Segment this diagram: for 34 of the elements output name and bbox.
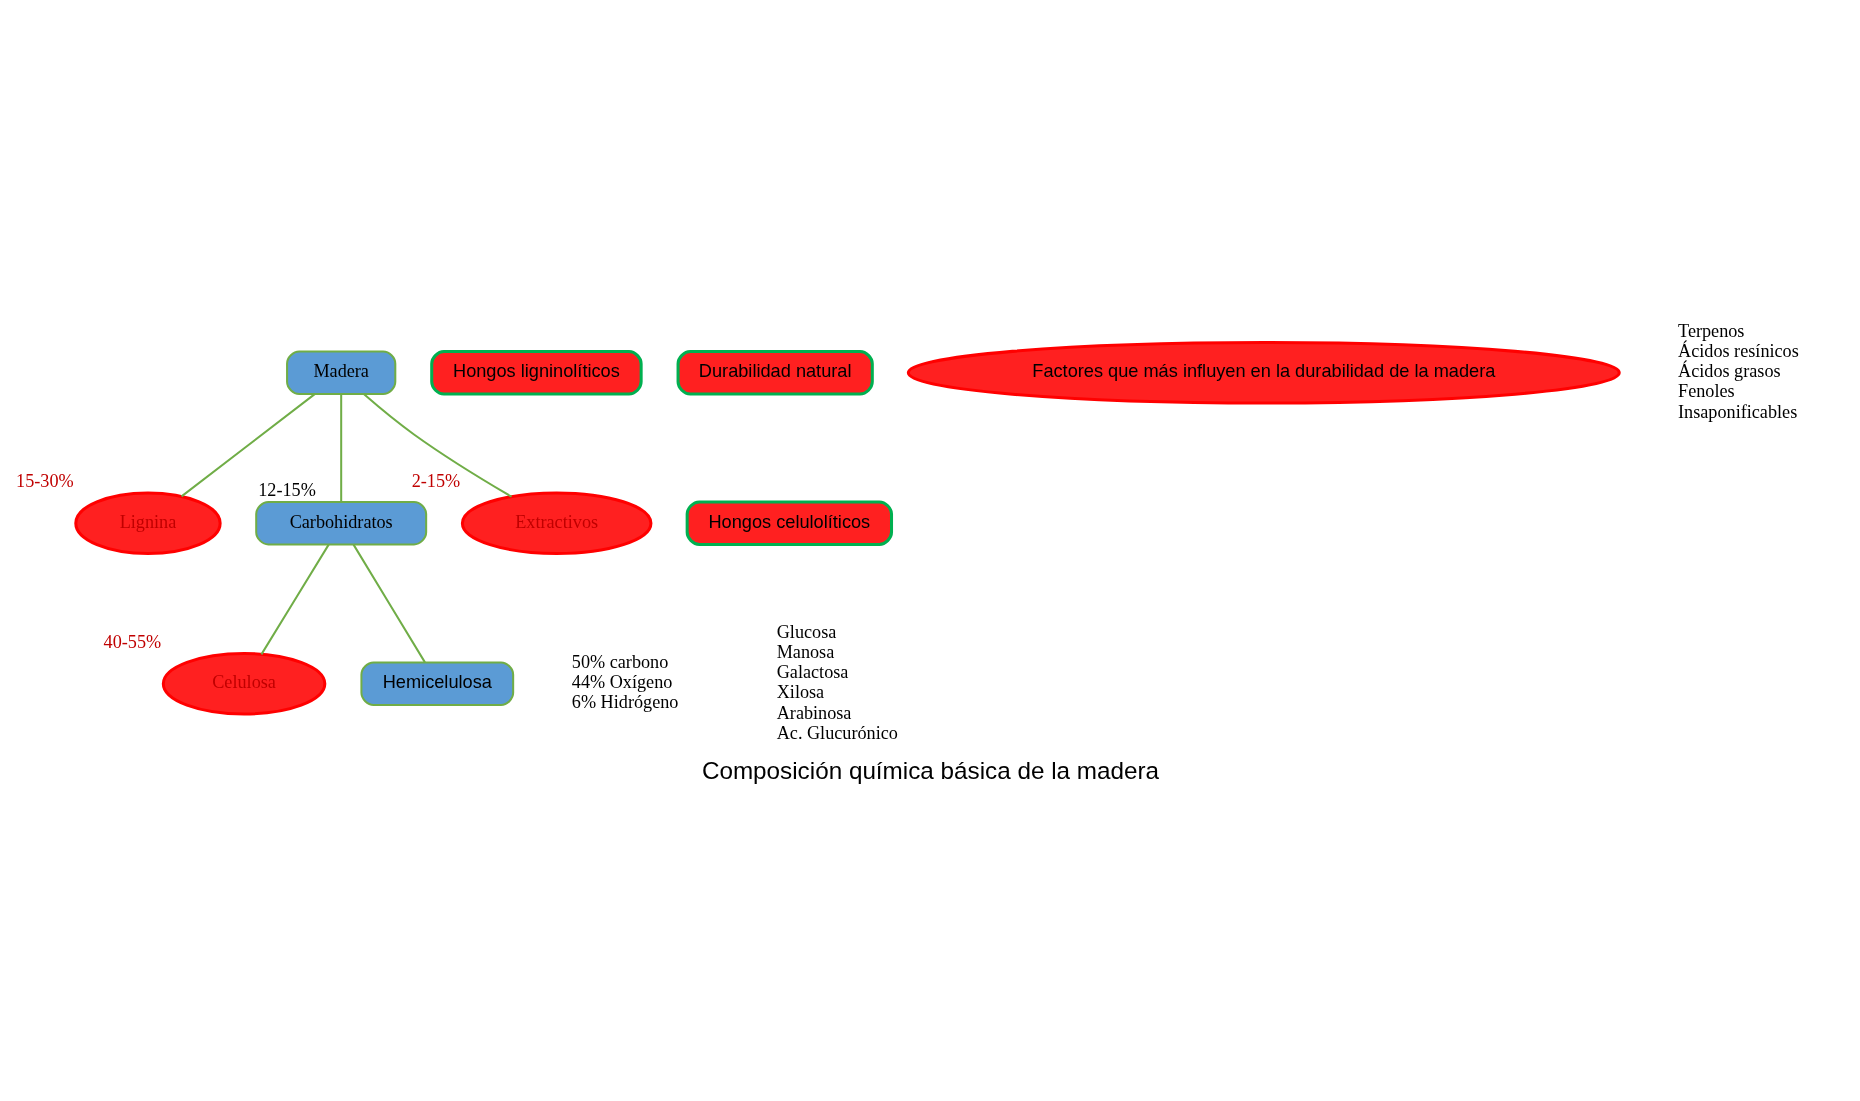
- node-ellipse: Extractivos: [460, 491, 652, 555]
- node-box: Hongos ligninolíticos: [429, 350, 643, 396]
- connector: [362, 393, 512, 498]
- label: Manosa: [776, 641, 834, 662]
- node-box: Hongos celulolíticos: [685, 500, 893, 546]
- node-label: 12-15%: [257, 480, 316, 501]
- node-ellipse: Lignina: [73, 491, 222, 555]
- node-label: 40-55%: [103, 632, 161, 653]
- node-box: Madera: [285, 350, 396, 395]
- label: 50% carbono: [571, 651, 668, 672]
- label: 44% Oxígeno: [571, 672, 672, 693]
- node-box: Carbohidratos: [254, 500, 427, 546]
- label: Ac. Glucurónico: [776, 722, 898, 743]
- label: Fenoles: [1677, 381, 1735, 402]
- label: Xilosa: [776, 682, 824, 703]
- node-box: Durabilidad natural: [676, 350, 874, 396]
- node-ellipse: Factores que más influyen en la durabilidad de la madera: [906, 341, 1621, 405]
- connector: [339, 394, 342, 502]
- connector: [180, 393, 315, 498]
- label: Galactosa: [776, 662, 848, 683]
- node-ellipse: Celulosa: [161, 651, 326, 716]
- caption: Composición química básica de la madera: [701, 757, 1159, 785]
- label: Terpenos: [1677, 320, 1744, 341]
- node-label: 15-30%: [15, 471, 74, 492]
- label: Glucosa: [776, 621, 836, 642]
- label: Arabinosa: [776, 702, 851, 723]
- label: Ácidos grasos: [1677, 361, 1781, 382]
- connector: [260, 544, 330, 655]
- connector: [352, 544, 426, 663]
- label: 6% Hidrógeno: [571, 692, 678, 713]
- node-box: Hemicelulosa: [359, 661, 514, 706]
- label: Insaponificables: [1677, 401, 1797, 422]
- node-label: 2-15%: [411, 471, 460, 492]
- label: Ácidos resínicos: [1677, 340, 1799, 361]
